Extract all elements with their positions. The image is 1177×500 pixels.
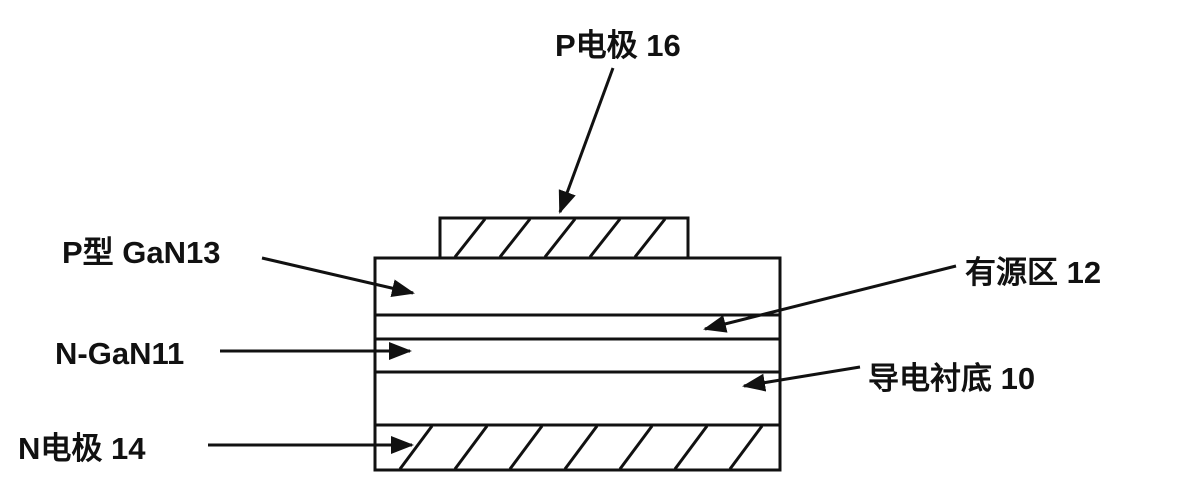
substrate-label: 导电衬底 10: [868, 361, 1035, 396]
p-gan-arrow: [261, 256, 415, 298]
p-electrode-label: P电极 16: [555, 28, 681, 63]
layer-boundaries: [375, 313, 780, 427]
n-electrode-hatch-lines: [398, 425, 764, 470]
main-stack-outline: [373, 256, 782, 472]
p-gan-label: P型 GaN13: [62, 235, 221, 270]
active-region-arrow: [703, 264, 957, 333]
n-electrode-label: N电极 14: [18, 431, 146, 466]
p-electrode-layer: [438, 216, 690, 260]
substrate-arrow: [742, 365, 861, 392]
p-electrode-arrow: [558, 67, 615, 214]
annotation-arrows: [208, 67, 957, 454]
active-region-label: 有源区 12: [965, 255, 1101, 290]
n-gan-label: N-GaN11: [55, 336, 184, 371]
p-electrode-hatch-lines: [453, 218, 667, 258]
